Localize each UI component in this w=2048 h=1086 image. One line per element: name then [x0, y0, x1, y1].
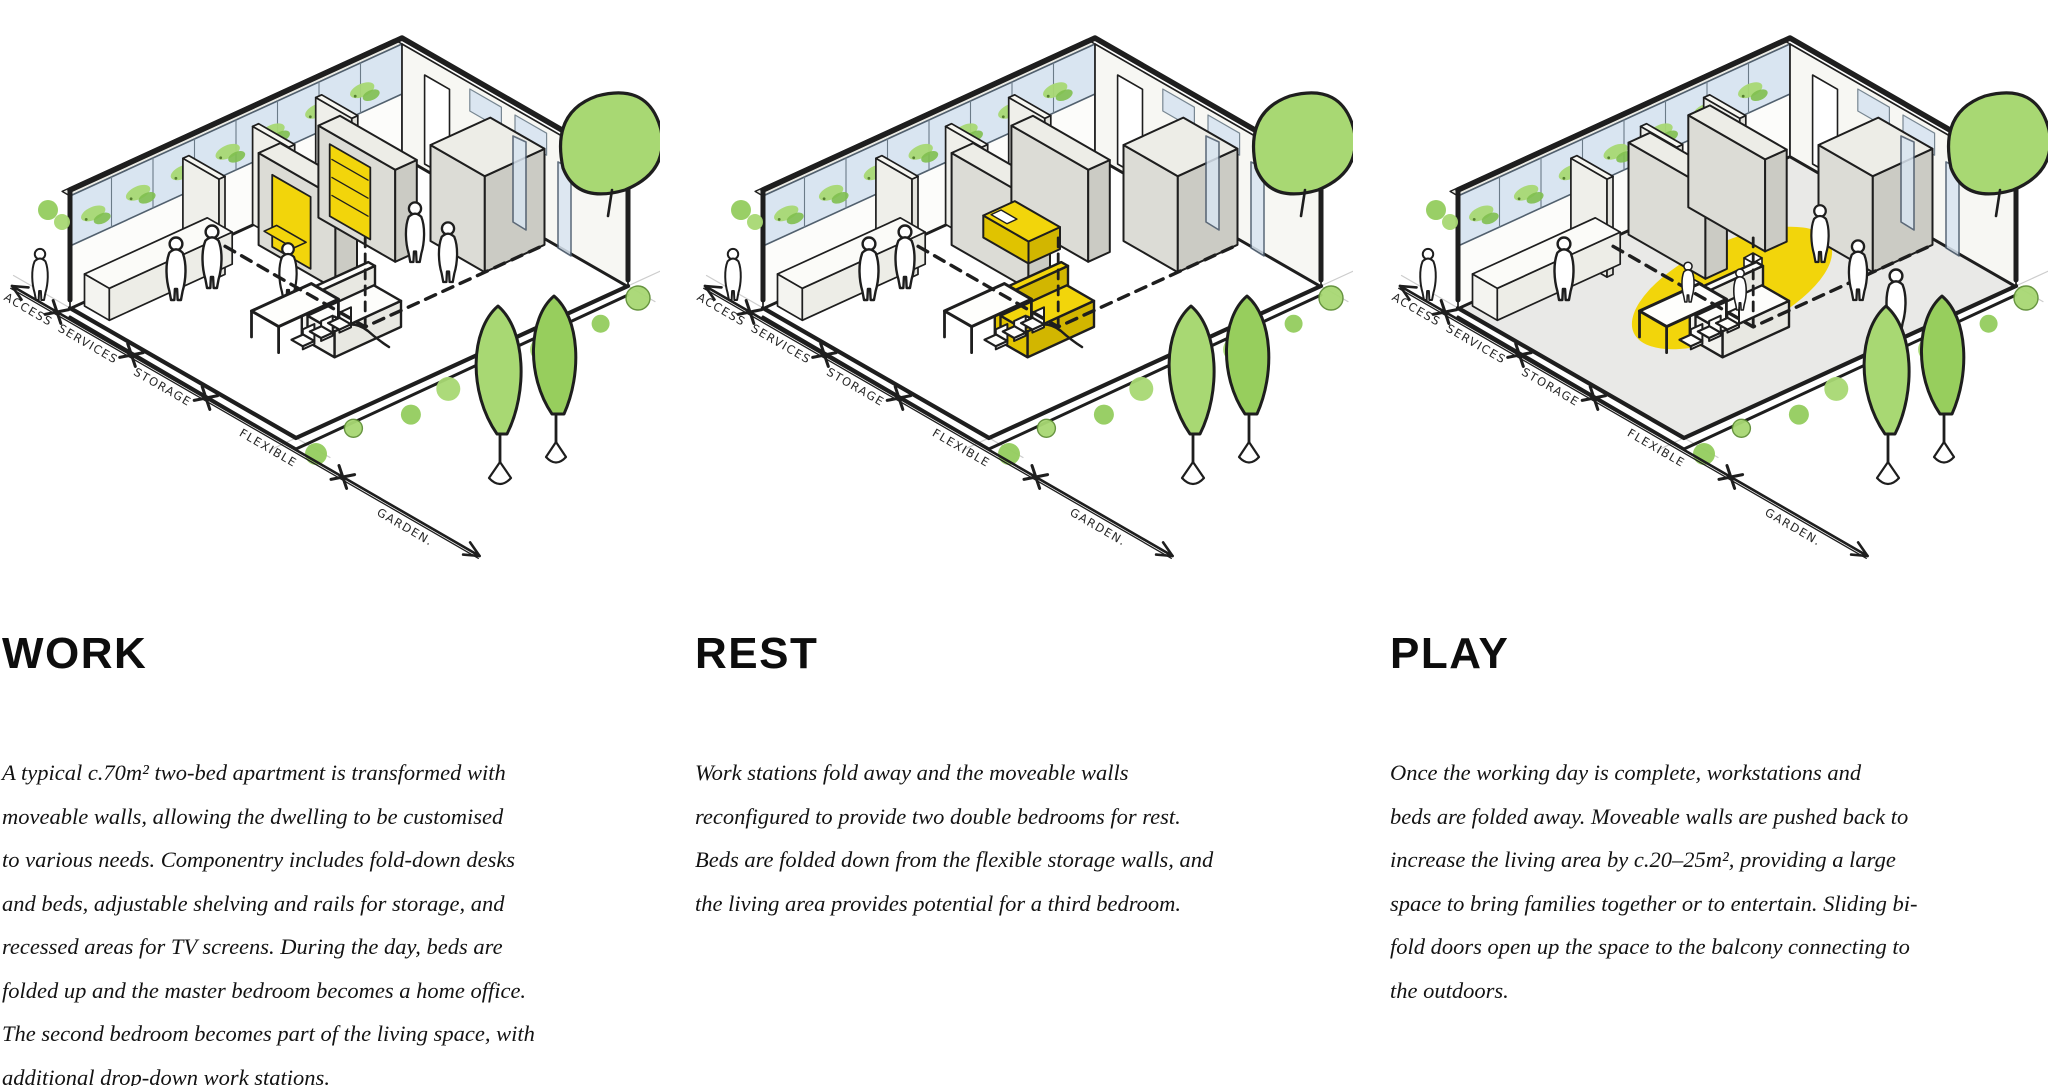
heading-work: WORK [2, 629, 148, 678]
heading-play: PLAY [1390, 629, 1510, 678]
body-text-rest: Work stations fold away and the moveable… [695, 760, 1214, 916]
body-text-play: Once the working day is complete, workst… [1390, 760, 1918, 1003]
body-text-work: A typical c.70m² two-bed apartment is tr… [2, 760, 535, 1086]
heading-rest: REST [695, 629, 819, 678]
